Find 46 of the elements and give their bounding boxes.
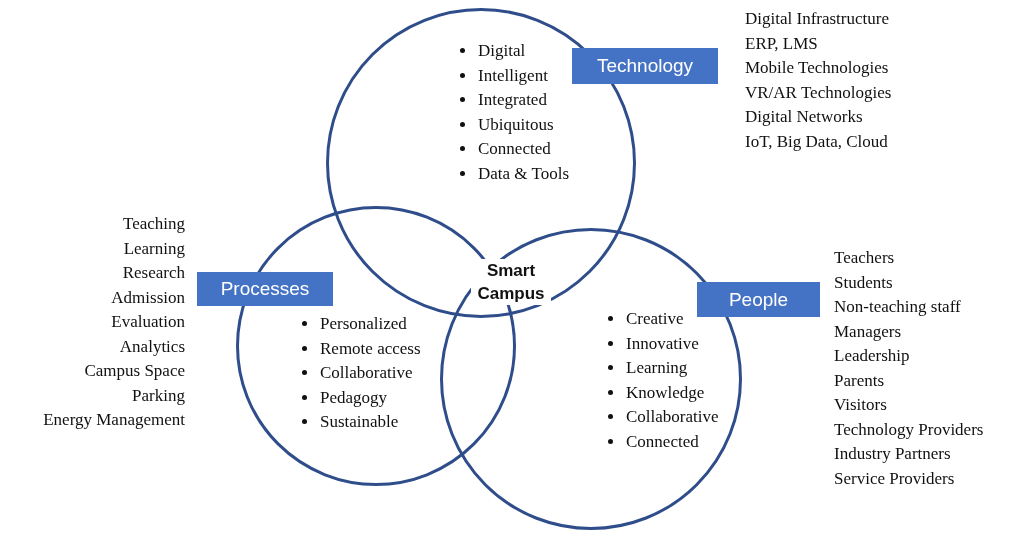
list-item: Research: [121, 262, 185, 284]
center-label: Smart Campus: [471, 259, 551, 305]
bullet-item: Digital: [478, 41, 526, 60]
category-tag: People: [697, 282, 820, 317]
bullet-item: Sustainable: [320, 412, 399, 431]
list-item: Analytics: [118, 335, 185, 358]
list-item: Parking: [131, 384, 185, 407]
list-item: Industry Partners: [834, 443, 952, 465]
bullet-item: Data & Tools: [478, 163, 570, 183]
bullet-item: Collaborative: [320, 363, 413, 382]
bullet-item: Collaborative: [626, 407, 719, 426]
bullet-item: Innovative: [626, 333, 699, 353]
list-item: Digital Networks: [745, 106, 864, 128]
bullet-item: Knowledge: [626, 382, 705, 402]
list-item: Parents: [834, 369, 886, 392]
list-item: IoT, Big Data, Cloud: [745, 130, 889, 153]
list-item: Leadership: [834, 345, 911, 367]
bullet-item: Learning: [626, 358, 688, 377]
list-item: Digital Infrastructure: [745, 8, 890, 30]
list-item: Teachers: [834, 247, 896, 269]
bullet-item: Ubiquitous: [478, 114, 554, 134]
list-item: ERP, LMS: [745, 32, 819, 55]
list-item: Campus Space: [83, 360, 185, 382]
list-item: Teaching: [121, 213, 185, 235]
category-tag: Technology: [572, 48, 718, 84]
list-item: Admission: [110, 286, 185, 309]
list-item: Energy Management: [42, 409, 185, 431]
list-item: Mobile Technologies: [745, 57, 890, 79]
category-tag: Processes: [197, 272, 333, 306]
bullet-item: Remote access: [320, 338, 421, 358]
bullet-item: Creative: [626, 309, 684, 328]
list-item: Technology Providers: [834, 418, 984, 441]
bullet-item: Intelligent: [478, 65, 548, 85]
list-item: VR/AR Technologies: [745, 81, 892, 104]
bullet-item: Integrated: [478, 90, 547, 109]
list-item: Students: [834, 271, 894, 294]
list-item: Managers: [834, 320, 903, 343]
list-item: Non-teaching staff: [834, 296, 962, 318]
list-item: Learning: [122, 237, 185, 260]
list-item: Evaluation: [110, 311, 185, 333]
bullet-item: Pedagogy: [320, 387, 388, 407]
list-item: Service Providers: [834, 467, 956, 490]
bullet-item: Connected: [478, 139, 551, 158]
bullet-item: Personalized: [320, 314, 407, 333]
list-item: Visitors: [834, 394, 888, 416]
bullet-item: Connected: [626, 431, 699, 451]
